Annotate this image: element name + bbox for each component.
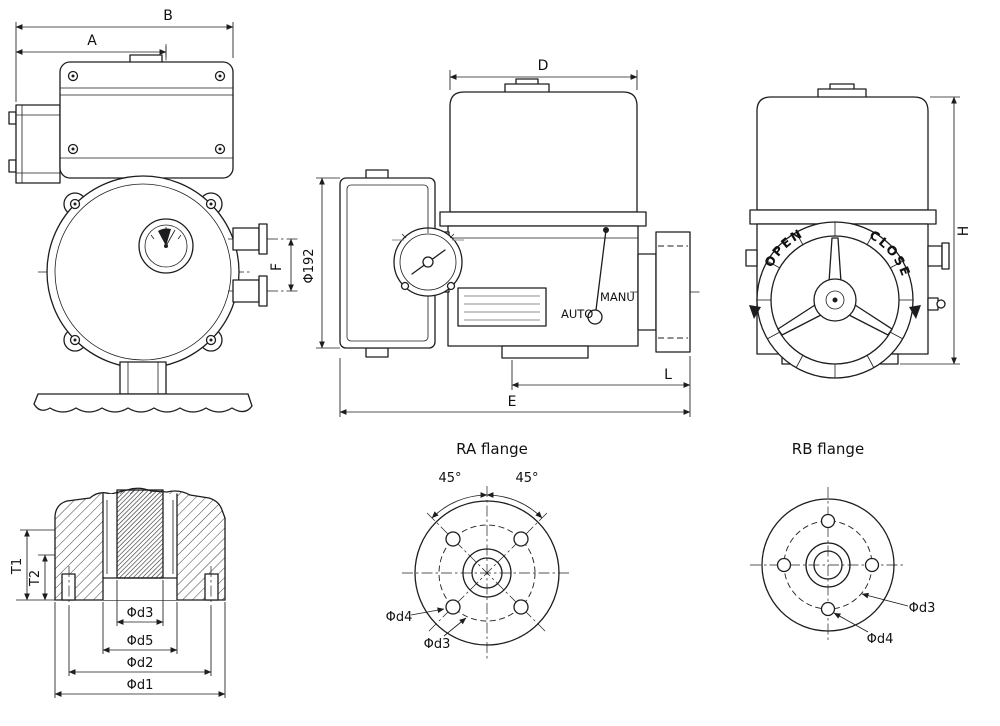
ra-bolt-hole xyxy=(445,599,461,615)
manual-auto-lever: MANU AUTO xyxy=(561,227,635,325)
dim-label-phi192: Φ192 xyxy=(302,248,317,283)
nameplate xyxy=(457,287,547,327)
rear-motor-cover xyxy=(749,83,937,225)
dim-label-d2: Φd2 xyxy=(127,656,154,671)
rb-bolt-hole xyxy=(820,601,836,617)
rear-view: OPEN CLOSE H xyxy=(745,83,972,379)
ra-leader-d4: Φd4 xyxy=(386,607,445,625)
ra-angle-left-label: 45° xyxy=(438,471,461,486)
rb-outer-circle xyxy=(761,498,895,632)
position-indicator xyxy=(138,218,194,274)
ra-angle-right-label: 45° xyxy=(515,471,538,486)
mounting-base xyxy=(33,361,253,413)
bolt-hole-left xyxy=(61,573,76,601)
dim-label-a: A xyxy=(87,33,97,49)
dimension-d3-section: Φd3 xyxy=(116,580,164,626)
front-terminal-box xyxy=(8,104,61,184)
ra-bolt-hole xyxy=(445,531,461,547)
rb-leader-d3: Φd3 xyxy=(861,592,936,616)
dim-label-h: H xyxy=(956,226,972,237)
dim-label-t2: T2 xyxy=(28,570,43,587)
open-direction-arrow-icon xyxy=(749,305,761,319)
ra-flange-view: RA flange 45° 45° Φd4 Φd3 xyxy=(386,440,572,660)
dimension-d2-section: Φd2 xyxy=(68,606,212,676)
selector-knob xyxy=(392,227,464,297)
dimension-b: B xyxy=(15,8,234,102)
ra-bolt-circle xyxy=(438,524,536,622)
dim-label-d: D xyxy=(538,58,549,74)
front-view: B A xyxy=(8,8,298,413)
electrical-enclosure xyxy=(59,54,234,179)
rb-bolt-hole xyxy=(864,557,880,573)
side-view: D xyxy=(302,58,702,417)
handwheel: OPEN CLOSE xyxy=(749,221,921,379)
dimension-d: D xyxy=(449,58,638,90)
motor-cover xyxy=(439,78,647,227)
ra-dim-label-d4: Φd4 xyxy=(386,610,413,625)
ra-flange-title: RA flange xyxy=(456,440,528,458)
rb-flange-view: RB flange Φd3 Φd4 xyxy=(750,440,935,647)
handwheel-rim-scallops xyxy=(757,222,913,378)
rb-dim-label-d4: Φd4 xyxy=(867,632,894,647)
cable-entries xyxy=(228,223,298,307)
output-flange xyxy=(630,231,702,353)
dimension-e: E xyxy=(339,356,691,417)
dim-label-e: E xyxy=(508,394,517,410)
rb-flange-title: RB flange xyxy=(792,440,864,458)
dimension-a: A xyxy=(15,33,167,58)
rb-leader-d4: Φd4 xyxy=(833,612,894,647)
dimension-t2: T2 xyxy=(28,554,55,601)
ra-dim-label-d3: Φd3 xyxy=(424,637,451,652)
flange-section-view: T1 T2 Φd3 Φd5 Φd2 xyxy=(10,487,226,698)
close-direction-arrow-icon xyxy=(909,305,921,319)
ra-bolt-hole xyxy=(513,599,529,615)
dimension-h: H xyxy=(900,96,972,365)
dim-label-b: B xyxy=(163,8,173,24)
label-manu: MANU xyxy=(600,290,635,304)
dim-label-d1: Φd1 xyxy=(127,678,154,693)
dim-label-f: F xyxy=(269,263,285,271)
label-auto: AUTO xyxy=(561,307,593,321)
rb-bolt-hole xyxy=(776,557,792,573)
dimension-d1-section: Φd1 xyxy=(54,602,226,698)
dimension-t1: T1 xyxy=(10,529,55,601)
cable-gland xyxy=(927,242,950,311)
dimension-d5-section: Φd5 xyxy=(102,602,178,654)
bolt-hole-right xyxy=(204,573,219,601)
ra-leader-d3: Φd3 xyxy=(424,617,467,652)
dim-label-d3: Φd3 xyxy=(127,606,154,621)
dimension-phi192: Φ192 xyxy=(302,177,340,349)
dim-label-d5: Φd5 xyxy=(127,634,154,649)
rb-dim-label-d3: Φd3 xyxy=(909,601,936,616)
rb-bolt-hole xyxy=(820,513,836,529)
dim-label-t1: T1 xyxy=(10,558,25,575)
dim-label-l: L xyxy=(664,367,672,383)
shaft-bore xyxy=(116,489,164,579)
dimension-l: L xyxy=(511,360,691,390)
dimension-f: F xyxy=(269,238,294,292)
gearcase xyxy=(46,175,240,369)
ra-bolt-hole xyxy=(513,531,529,547)
ra-angle-dimensions: 45° 45° xyxy=(431,471,543,519)
